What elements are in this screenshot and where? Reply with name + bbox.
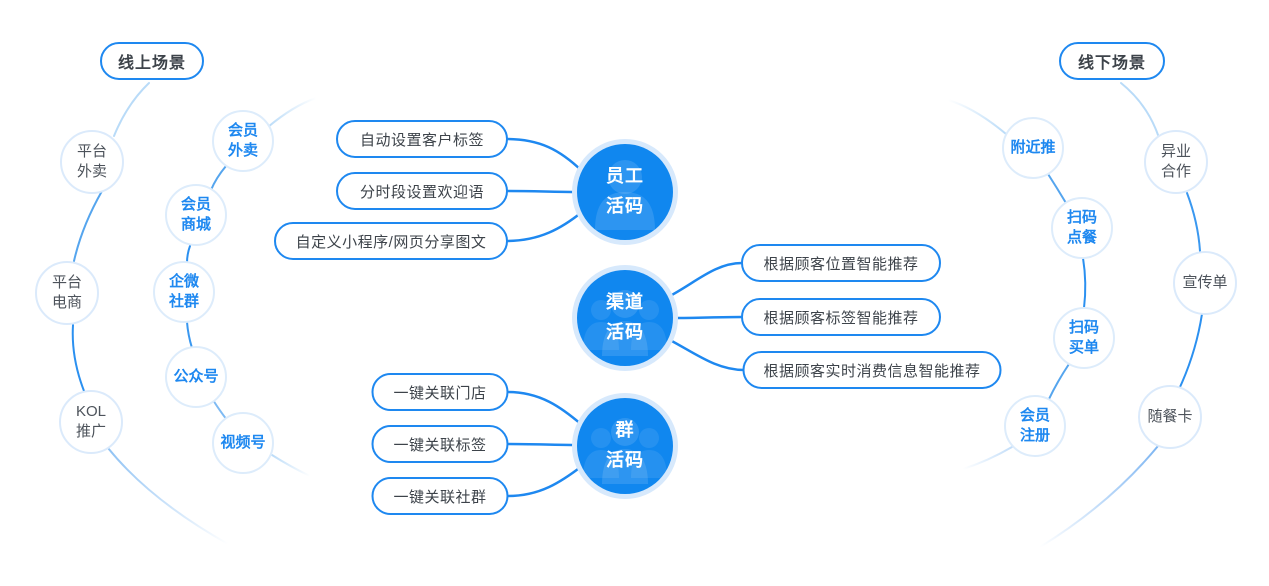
connector-channel-feature-1: [666, 261, 744, 299]
connector-member-takeout-fade: [267, 97, 317, 128]
node-meal-card: 随餐卡: [1138, 385, 1202, 449]
hub-staff-qr: 员工 活码: [577, 144, 673, 240]
offline-scene-label: 线下场景: [1077, 55, 1146, 72]
connector-staff-feature-2: [504, 189, 580, 194]
connector-kol-fade: [107, 447, 229, 545]
hub-label: 渠道 活码: [606, 292, 644, 342]
connector-mealcard-fade: [1039, 445, 1159, 548]
online-scene-pill: 线上场景: [100, 42, 204, 80]
connector-cross-industry-to-flyer: [1186, 192, 1201, 252]
node-scan-pay: 扫码 买单: [1053, 307, 1115, 369]
connector-video-fade: [271, 454, 311, 477]
node-label: 企微 社群: [168, 272, 199, 310]
node-label: 扫码 买单: [1068, 318, 1099, 356]
node-nearby-push: 附近推: [1002, 117, 1064, 179]
connector-nearby-to-scan-order: [1047, 173, 1067, 204]
node-kol-promotion: KOL 推广: [59, 390, 123, 454]
feature-location-recommend: 根据顾客位置智能推荐: [741, 244, 941, 282]
feature-label: 一键关联社群: [393, 488, 487, 506]
node-scan-order: 扫码 点餐: [1051, 197, 1113, 259]
connector-offline-to-cross-industry: [1120, 82, 1159, 136]
connector-flyer-to-mealcard: [1179, 313, 1203, 388]
node-label: 平台 外卖: [76, 142, 107, 180]
feature-auto-customer-tag: 自动设置客户标签: [336, 120, 508, 158]
user-icon: [595, 160, 655, 230]
node-member-mall: 会员 商城: [165, 184, 227, 246]
hub-group-qr: 群 活码: [577, 398, 673, 494]
feature-tag-recommend: 根据顾客标签智能推荐: [741, 298, 941, 336]
feature-link-tag: 一键关联标签: [371, 425, 509, 463]
node-label: 扫码 点餐: [1066, 208, 1097, 246]
connector-wecom-to-official: [186, 321, 193, 349]
connector-channel-feature-3: [666, 337, 746, 372]
node-label: KOL 推广: [75, 402, 106, 440]
connector-scan-order-to-scan-pay: [1082, 257, 1087, 309]
connector-nearby-fade: [947, 99, 1007, 135]
node-label: 随餐卡: [1147, 407, 1193, 425]
hub-label: 员工 活码: [606, 166, 644, 216]
hub-label: 群 活码: [606, 420, 644, 470]
online-scene-label: 线上场景: [117, 55, 186, 72]
node-flyer: 宣传单: [1173, 251, 1237, 315]
node-label: 会员 商城: [180, 195, 211, 233]
feature-link-store: 一键关联门店: [371, 373, 509, 411]
node-label: 附近推: [1010, 138, 1056, 156]
node-label: 视频号: [220, 433, 266, 451]
connector-member-takeout-to-mall: [210, 165, 227, 191]
feature-label: 一键关联门店: [393, 384, 487, 402]
connector-platform-takeout-to-ecommerce: [73, 190, 103, 262]
node-official-account: 公众号: [165, 346, 227, 408]
feature-realtime-recommend: 根据顾客实时消费信息智能推荐: [742, 351, 1002, 389]
feature-label: 根据顾客标签智能推荐: [763, 309, 919, 327]
connector-group-feature-2: [506, 442, 580, 447]
node-label: 平台 电商: [51, 273, 82, 311]
node-label: 宣传单: [1182, 273, 1228, 291]
hub-channel-qr: 渠道 活码: [577, 270, 673, 366]
connector-staff-feature-1: [504, 137, 584, 173]
node-member-register: 会员 注册: [1004, 395, 1066, 457]
node-label: 会员 注册: [1019, 406, 1050, 444]
feature-label: 根据顾客位置智能推荐: [763, 255, 919, 273]
node-cross-industry: 异业 合作: [1144, 130, 1208, 194]
node-platform-takeout: 平台 外卖: [60, 130, 124, 194]
feature-label: 一键关联标签: [393, 436, 487, 454]
node-label: 会员 外卖: [227, 121, 258, 159]
offline-scene-pill: 线下场景: [1059, 42, 1165, 80]
connector-register-fade: [962, 446, 1013, 470]
node-label: 公众号: [173, 367, 219, 385]
node-member-takeout: 会员 外卖: [212, 110, 274, 172]
feature-label: 根据顾客实时消费信息智能推荐: [763, 362, 981, 380]
connector-scan-pay-to-register: [1047, 363, 1070, 402]
connector-group-feature-3: [506, 464, 584, 498]
node-label: 异业 合作: [1160, 142, 1191, 180]
feature-label: 自动设置客户标签: [359, 131, 484, 149]
connector-staff-feature-3: [504, 210, 584, 243]
connector-ecommerce-to-kol: [71, 324, 85, 392]
node-platform-ecommerce: 平台 电商: [35, 261, 99, 325]
feature-timed-welcome: 分时段设置欢迎语: [336, 172, 508, 210]
connector-group-feature-1: [506, 390, 584, 427]
connector-channel-feature-2: [670, 315, 744, 320]
feature-label: 分时段设置欢迎语: [359, 183, 484, 201]
feature-custom-miniapp-share: 自定义小程序/网页分享图文: [274, 222, 508, 260]
node-wecom-community: 企微 社群: [153, 261, 215, 323]
connector-online-to-platform-takeout: [113, 82, 150, 137]
users-icon: [583, 418, 667, 484]
node-video-account: 视频号: [212, 412, 274, 474]
feature-link-community: 一键关联社群: [371, 477, 509, 515]
feature-label: 自定义小程序/网页分享图文: [295, 233, 487, 251]
users-icon: [583, 290, 667, 356]
